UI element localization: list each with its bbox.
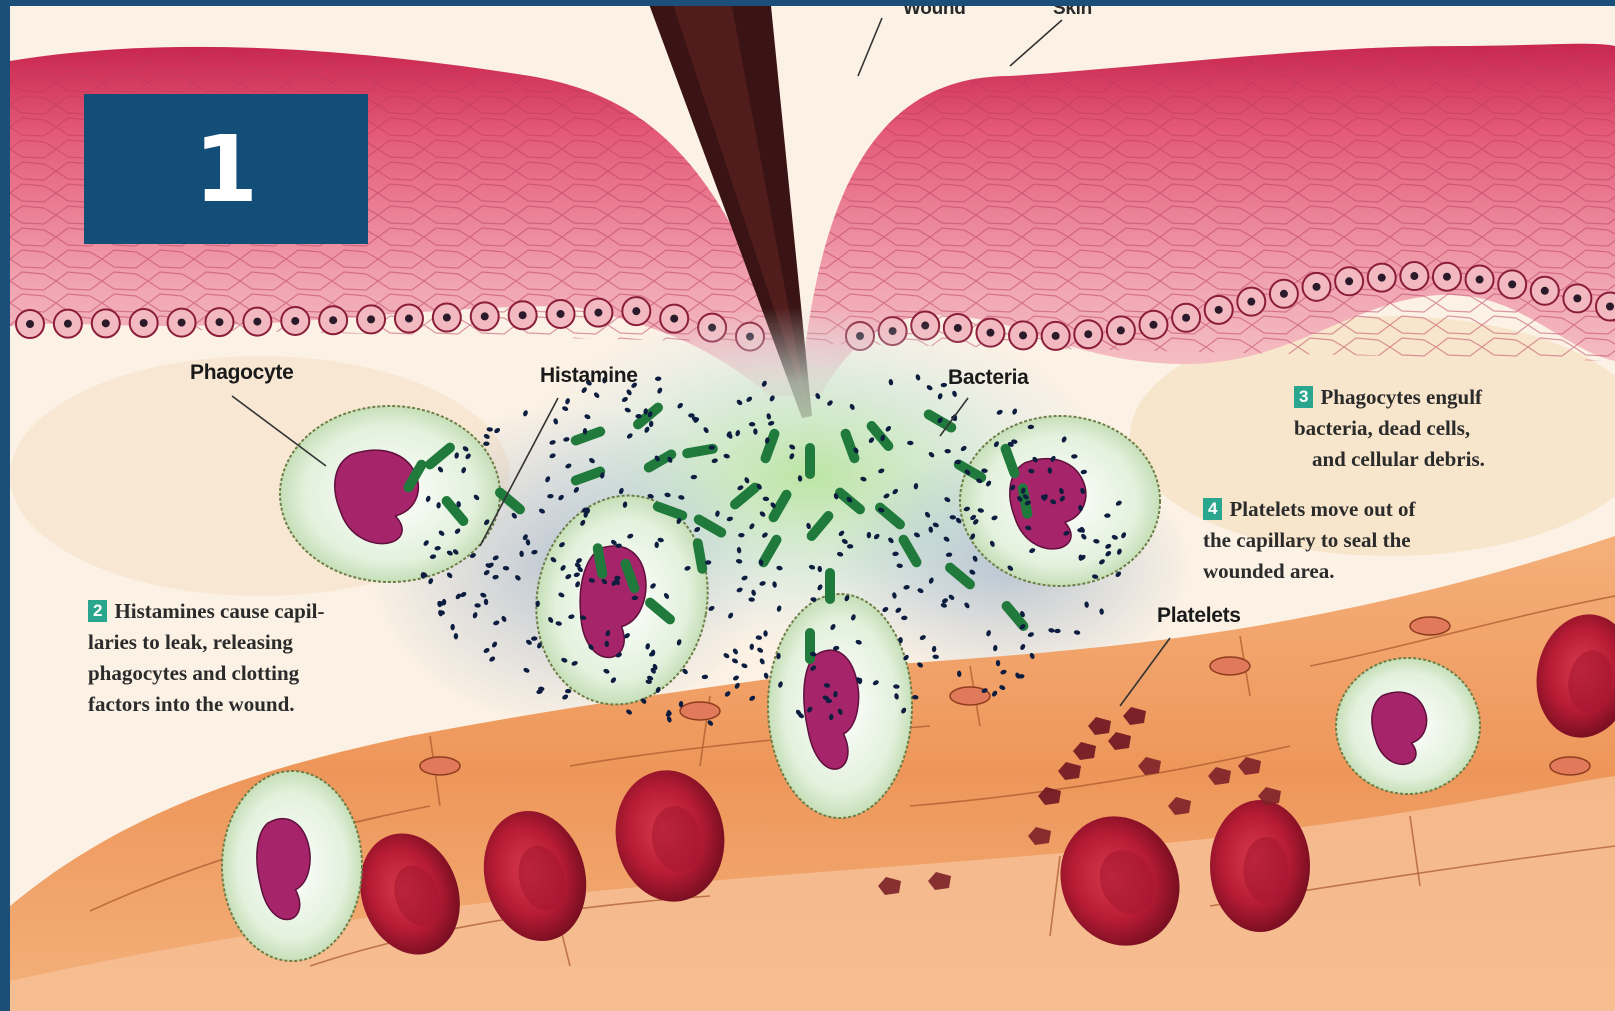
basal-cell-nucleus bbox=[519, 311, 527, 319]
basal-cell-nucleus bbox=[481, 312, 489, 320]
basal-cell-nucleus bbox=[253, 318, 261, 326]
basal-cell-nucleus bbox=[443, 314, 451, 322]
basal-cell-nucleus bbox=[1443, 273, 1451, 281]
basal-cell-nucleus bbox=[557, 310, 565, 318]
basal-cell-nucleus bbox=[1378, 274, 1386, 282]
histamine-dot bbox=[655, 542, 659, 548]
basal-cell-nucleus bbox=[1508, 280, 1516, 288]
wound-label: Wound bbox=[903, 6, 966, 20]
phagocyte-label: Phagocyte bbox=[190, 361, 294, 385]
basal-cell-nucleus bbox=[367, 315, 375, 323]
slide-number: 1 bbox=[194, 116, 258, 223]
basal-cell-nucleus bbox=[1019, 331, 1027, 339]
basal-cell-nucleus bbox=[1052, 332, 1060, 340]
endothelial-nucleus bbox=[1550, 757, 1590, 775]
slide-number-badge: 1 bbox=[84, 94, 368, 244]
step-2-caption: 2 Histamines cause capil- laries to leak,… bbox=[88, 596, 324, 720]
basal-cell-nucleus bbox=[1182, 314, 1190, 322]
step-3-line-1: Phagocytes engulf bbox=[1320, 385, 1482, 409]
step-4-line-1: Platelets move out of bbox=[1229, 497, 1415, 521]
basal-cell-nucleus bbox=[1117, 326, 1125, 334]
basal-cell-nucleus bbox=[64, 320, 72, 328]
basal-cell-nucleus bbox=[1149, 321, 1157, 329]
basal-cell-nucleus bbox=[1541, 287, 1549, 295]
basal-cell-nucleus bbox=[215, 318, 223, 326]
basal-cell-nucleus bbox=[1215, 306, 1223, 314]
basal-cell-nucleus bbox=[102, 319, 110, 327]
basal-cell-nucleus bbox=[670, 315, 678, 323]
endothelial-nucleus bbox=[1410, 617, 1450, 635]
basal-cell-nucleus bbox=[1084, 330, 1092, 338]
basal-cell-nucleus bbox=[26, 320, 34, 328]
basal-cell-nucleus bbox=[1247, 298, 1255, 306]
step-2-line-3: phagocytes and clotting bbox=[88, 658, 324, 689]
basal-cell-nucleus bbox=[1410, 272, 1418, 280]
basal-cell-nucleus bbox=[1280, 290, 1288, 298]
histamine-dot bbox=[583, 428, 587, 434]
endothelial-nucleus bbox=[1210, 657, 1250, 675]
basal-cell-nucleus bbox=[178, 319, 186, 327]
platelets-label: Platelets bbox=[1157, 604, 1241, 628]
red-blood-cell-center bbox=[1244, 837, 1289, 903]
basal-cell-nucleus bbox=[329, 316, 337, 324]
bacterium bbox=[805, 628, 815, 664]
basal-cell-nucleus bbox=[1573, 294, 1581, 302]
step-4-line-2: the capillary to seal the bbox=[1203, 525, 1416, 556]
basal-cell-nucleus bbox=[291, 317, 299, 325]
bacteria-label: Bacteria bbox=[948, 366, 1028, 390]
basal-cell-nucleus bbox=[140, 319, 148, 327]
step-2-line-2: laries to leak, releasing bbox=[88, 627, 324, 658]
step-2-line-4: factors into the wound. bbox=[88, 689, 324, 720]
step-3-number: 3 bbox=[1294, 386, 1313, 408]
basal-cell-nucleus bbox=[1606, 303, 1614, 311]
basal-cell-nucleus bbox=[1476, 276, 1484, 284]
bacterium bbox=[825, 568, 835, 604]
basal-cell-nucleus bbox=[986, 329, 994, 337]
step-3-line-3: and cellular debris. bbox=[1294, 444, 1485, 475]
histamine-label: Histamine bbox=[540, 364, 638, 388]
basal-cell-nucleus bbox=[1345, 277, 1353, 285]
endothelial-nucleus bbox=[420, 757, 460, 775]
step-2-number: 2 bbox=[88, 600, 107, 622]
basal-cell-nucleus bbox=[1313, 283, 1321, 291]
step-2-line-1: Histamines cause capil- bbox=[114, 599, 324, 623]
bacterium bbox=[805, 443, 815, 479]
diagram-frame: Wound Skin Phagocyte Histamine Bacteria … bbox=[10, 6, 1615, 1011]
basal-cell-nucleus bbox=[594, 309, 602, 317]
basal-cell-nucleus bbox=[632, 307, 640, 315]
step-3-line-2: bacteria, dead cells, bbox=[1294, 413, 1485, 444]
step-4-caption: 4 Platelets move out of the capillary to … bbox=[1203, 494, 1416, 587]
step-4-number: 4 bbox=[1203, 498, 1222, 520]
endothelial-nucleus bbox=[680, 702, 720, 720]
basal-cell-nucleus bbox=[405, 315, 413, 323]
skin-label: Skin bbox=[1053, 6, 1092, 20]
step-3-caption: 3 Phagocytes engulf bacteria, dead cells,… bbox=[1294, 382, 1485, 475]
step-4-line-3: wounded area. bbox=[1203, 556, 1416, 587]
